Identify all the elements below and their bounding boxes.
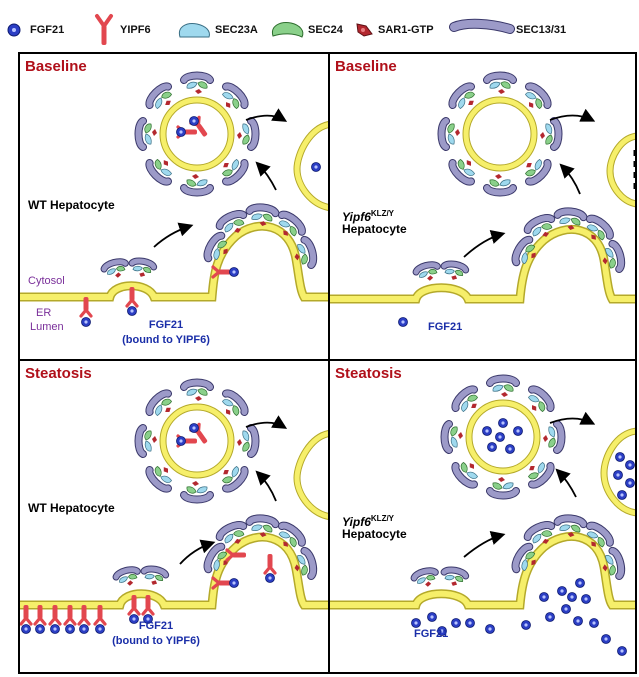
figure-grid: Baseline WT Hepatocyte Cytosol ER Lumen … [18, 52, 637, 674]
gene-name: Yipf6 [342, 515, 371, 529]
fgf21-caption: FGF21 (bound to YIPF6) [106, 318, 226, 348]
coat-unit [442, 121, 461, 147]
panel-baseline-wt-art [20, 54, 328, 327]
coat-unit [184, 174, 210, 193]
golgi-compartment [293, 121, 328, 211]
genotype-label: Yipf6KLZ/Y [342, 206, 394, 225]
er-membrane [20, 221, 328, 302]
panel-baseline-wt: Baseline WT Hepatocyte Cytosol ER Lumen … [20, 54, 330, 361]
cell-label: Hepatocyte [342, 222, 407, 236]
coat-unit [139, 121, 158, 147]
fgf21-label: FGF21 [414, 628, 449, 640]
coat-unit [139, 428, 158, 454]
golgi-compartment [293, 430, 328, 520]
panel-title: Steatosis [335, 365, 402, 382]
fgf21-label: FGF21 [148, 319, 184, 331]
coat-unit [184, 76, 210, 95]
legend: FGF21 YIPF6 SEC23A SEC24 SAR1-GTP SEC13/… [0, 0, 639, 52]
cell-label: WT Hepatocyte [28, 198, 115, 212]
panel-title: Baseline [335, 58, 397, 75]
panel-title: Steatosis [25, 365, 92, 382]
fgf21-caption: FGF21 (bound to YIPF6) [96, 619, 216, 649]
golgi-compartment [600, 427, 635, 517]
sar1-gtp-icon [356, 23, 373, 37]
gene-name: Yipf6 [342, 210, 371, 224]
coat-unit [490, 477, 516, 496]
fgf21-label: FGF21 [138, 620, 174, 632]
budding-coat [413, 517, 623, 589]
fgf21-label: FGF21 [428, 321, 463, 333]
vesicle [139, 76, 256, 193]
coat-unit [445, 424, 464, 450]
panel-steatosis-mutant: Steatosis Yipf6KLZ/Y Hepatocyte FGF21 [330, 361, 635, 672]
er-membrane [330, 531, 635, 610]
coat-unit [237, 121, 256, 147]
sec13-31-icon [449, 18, 515, 34]
transport-arrows [179, 415, 288, 565]
legend-label-sec23a: SEC23A [215, 24, 258, 36]
coat-unit [184, 383, 210, 402]
fgf21-icon [7, 23, 21, 37]
er-membrane [330, 224, 635, 304]
panel-title: Baseline [25, 58, 87, 75]
er-membrane [20, 532, 328, 610]
fgf21-sub-label: (bound to YIPF6) [122, 334, 210, 346]
legend-label-sec24: SEC24 [308, 24, 343, 36]
panel-steatosis-wt: Steatosis WT Hepatocyte FGF21 (bound to … [20, 361, 330, 672]
panel-baseline-mutant-art [330, 54, 635, 327]
yipf6-icon [95, 14, 113, 45]
coat-unit [184, 481, 210, 500]
coat-unit [490, 379, 516, 398]
genotype-label: Yipf6KLZ/Y [342, 511, 394, 530]
cell-label: WT Hepatocyte [28, 501, 115, 515]
cytosol-label: Cytosol [28, 275, 65, 287]
budding-coat [103, 206, 315, 280]
transport-arrows [153, 108, 288, 248]
allele-superscript: KLZ/Y [370, 209, 395, 218]
transport-arrows [463, 108, 596, 258]
fgf21-sub-label: (bound to YIPF6) [112, 635, 200, 647]
sec24-icon [271, 22, 304, 38]
vesicle [442, 76, 559, 193]
sec23a-icon [178, 23, 210, 38]
allele-superscript: KLZ/Y [370, 514, 395, 523]
panel-steatosis-mutant-art [330, 361, 635, 656]
fgf21-free [398, 317, 408, 327]
budding-coat [415, 210, 623, 283]
legend-label-fgf21: FGF21 [30, 24, 65, 36]
cell-label: Hepatocyte [342, 527, 407, 541]
panel-steatosis-wt-art [20, 361, 328, 634]
coat-unit [487, 76, 513, 95]
legend-icons [7, 14, 515, 45]
coat-unit [487, 174, 513, 193]
coat-unit [237, 428, 256, 454]
legend-label-sar1-gtp: SAR1-GTP [378, 24, 434, 36]
legend-label-sec13-31: SEC13/31 [516, 24, 567, 36]
lumen-label: Lumen [30, 321, 64, 333]
panel-baseline-mutant: Baseline Yipf6KLZ/Y Hepatocyte FGF21 [330, 54, 635, 361]
coat-unit [543, 424, 562, 450]
legend-label-yipf6: YIPF6 [120, 24, 151, 36]
transport-arrows [463, 411, 596, 558]
coat-unit [540, 121, 559, 147]
golgi-compartment [606, 132, 635, 208]
er-label: ER [36, 307, 52, 319]
